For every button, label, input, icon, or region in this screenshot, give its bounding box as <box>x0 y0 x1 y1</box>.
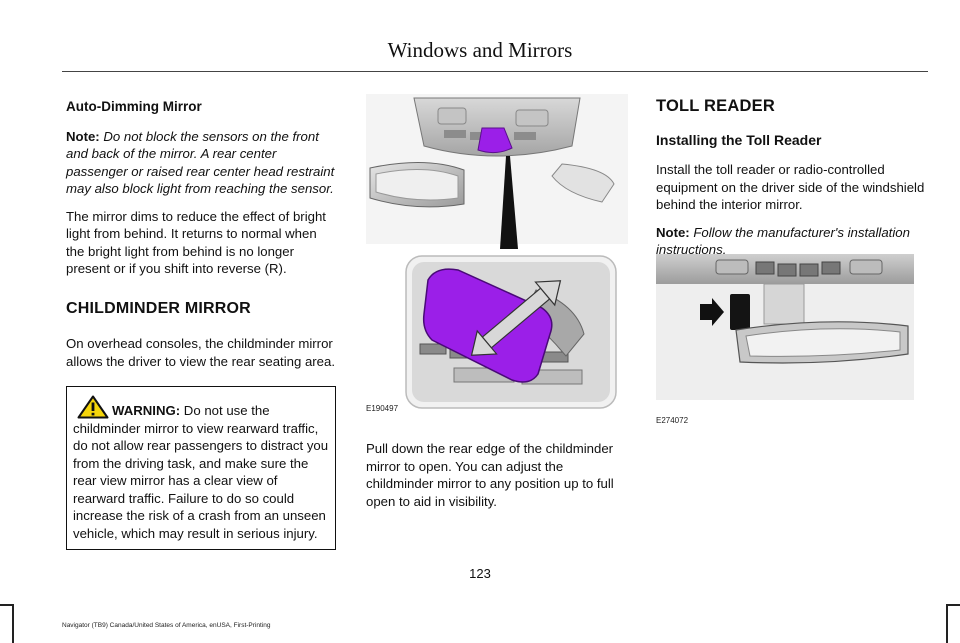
crop-mark <box>0 604 13 606</box>
auto-dimming-heading: Auto-Dimming Mirror <box>66 99 202 114</box>
warning-label: WARNING: <box>112 403 181 418</box>
crop-mark <box>946 604 948 643</box>
childminder-open-paragraph: Pull down the rear edge of the childmind… <box>366 441 614 509</box>
toll-reader-illustration: E274072 <box>656 254 916 425</box>
toll-reader-heading: TOLL READER <box>656 97 775 115</box>
warning-triangle-icon <box>77 395 109 419</box>
crop-mark <box>946 604 960 606</box>
figure-code: E190497 <box>366 404 399 413</box>
childminder-mirror-drawing <box>366 94 628 409</box>
note-text: Do not block the sensors on the front an… <box>66 128 335 197</box>
chapter-title: Windows and Mirrors <box>387 38 573 62</box>
installing-toll-reader-heading: Installing the Toll Reader <box>656 131 822 148</box>
note-text: Follow the manufacturer's installation i… <box>656 224 910 258</box>
toll-note: Note: Follow the manufacturer's installa… <box>656 224 926 259</box>
toll-reader-drawing <box>656 254 914 400</box>
note-label: Note: <box>656 224 690 240</box>
header-rule <box>62 71 928 72</box>
left-column: Auto-Dimming Mirror Note: Do not block t… <box>66 94 336 550</box>
crop-mark <box>12 604 14 643</box>
auto-dimming-note: Note: Do not block the sensors on the fr… <box>66 128 336 198</box>
childminder-paragraph: On overhead consoles, the childminder mi… <box>66 336 336 369</box>
publication-footer: Navigator (TB9) Canada/United States of … <box>62 622 271 629</box>
install-paragraph: Install the toll reader or radio-control… <box>656 162 925 212</box>
page-number: 123 <box>469 566 491 581</box>
childminder-mirror-illustration: E190497 <box>366 94 628 413</box>
note-label: Note: <box>66 128 100 144</box>
warning-text: Do not use the childminder mirror to vie… <box>73 403 329 541</box>
dimming-paragraph: The mirror dims to reduce the effect of … <box>66 208 326 277</box>
figure-code: E274072 <box>656 416 689 425</box>
right-column: TOLL READER Installing the Toll Reader I… <box>656 94 926 269</box>
warning-box: WARNING: Do not use the childminder mirr… <box>66 386 336 550</box>
childminder-heading: CHILDMINDER MIRROR <box>66 299 251 317</box>
